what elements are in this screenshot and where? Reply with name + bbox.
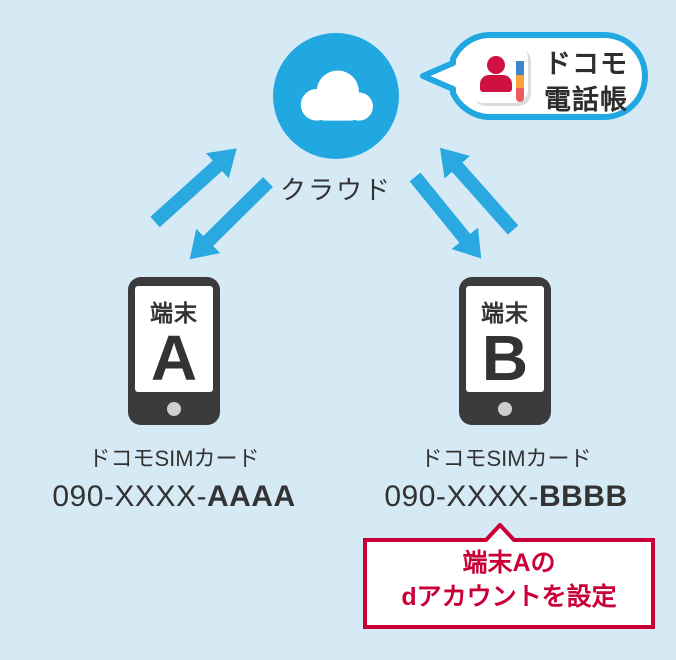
- sync-arrows-right: [409, 147, 519, 259]
- cloud-icon: [300, 70, 373, 121]
- device-a-letter: A: [150, 322, 198, 394]
- device-a-label: 端末: [150, 300, 198, 326]
- phone-number-b-suffix: BBBB: [538, 480, 628, 513]
- callout-box: [363, 523, 655, 629]
- upload-arrow-icon: [150, 148, 237, 228]
- device-b-letter: B: [481, 322, 529, 394]
- person-icon: [487, 56, 505, 74]
- callout-text-line1: 端末Aの: [462, 549, 556, 577]
- callout-text-line2: dアカウントを設定: [401, 582, 617, 611]
- device-a-sim-info: ドコモSIMカード 090-XXXX-AAAA: [14, 441, 334, 514]
- device-b-screen: 端末 B: [466, 286, 544, 392]
- cloud-circle: [273, 33, 399, 159]
- device-a-phone: 端末 A: [128, 277, 220, 425]
- device-a-screen: 端末 A: [135, 286, 213, 392]
- phone-number-b-prefix: 090-XXXX-: [384, 480, 539, 513]
- upload-arrow-icon: [439, 147, 519, 235]
- phone-number-a: 090-XXXX-AAAA: [14, 480, 334, 514]
- download-arrow-icon: [189, 177, 273, 260]
- index-tabs-icon: [516, 61, 524, 102]
- sim-card-label-a: ドコモSIMカード: [88, 446, 260, 471]
- phone-number-b: 090-XXXX-BBBB: [346, 480, 666, 514]
- cloud-label: クラウド: [279, 175, 392, 205]
- device-b-phone: 端末 B: [459, 277, 551, 425]
- phonebook-name-line2: 電話帳: [544, 84, 628, 115]
- download-arrow-icon: [409, 172, 482, 259]
- home-button-icon: [498, 402, 512, 416]
- phonebook-app-name: ドコモ 電話帳: [534, 47, 638, 118]
- sim-card-label-b: ドコモSIMカード: [420, 446, 592, 471]
- home-button-icon: [167, 402, 181, 416]
- person-icon-body: [480, 75, 512, 92]
- callout-text: 端末Aの dアカウントを設定: [365, 547, 653, 614]
- phonebook-name-line1: ドコモ: [544, 49, 628, 79]
- phonebook-app-icon: [470, 45, 528, 103]
- device-b-label: 端末: [481, 300, 529, 326]
- device-b-sim-info: ドコモSIMカード 090-XXXX-BBBB: [346, 441, 666, 514]
- phone-number-a-suffix: AAAA: [206, 480, 296, 513]
- sync-arrows-left: [150, 148, 273, 260]
- phone-number-a-prefix: 090-XXXX-: [52, 480, 207, 513]
